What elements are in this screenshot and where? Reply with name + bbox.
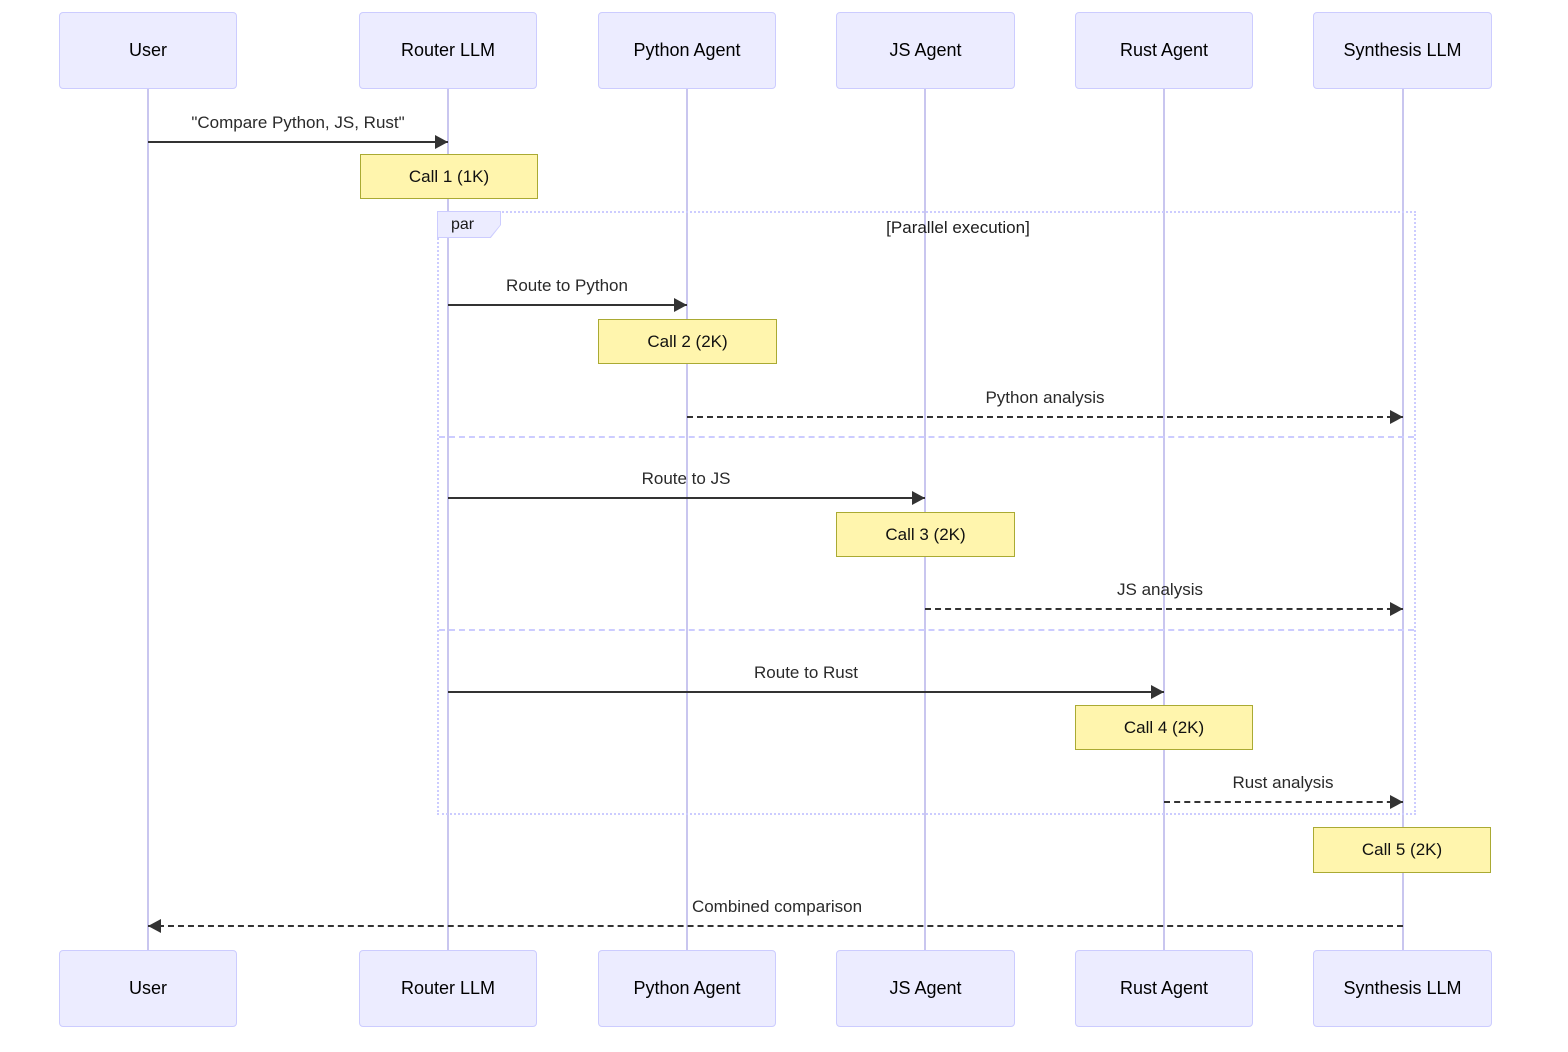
actor-bottom-user: User: [59, 950, 237, 1027]
lifeline-synthesis-llm: [1402, 89, 1404, 950]
actor-label: Synthesis LLM: [1343, 40, 1462, 60]
message-line: [148, 925, 1403, 927]
note-label: Call 1 (1K): [408, 166, 490, 186]
note-call-1: Call 1 (1K): [360, 154, 538, 199]
actor-top-rust-agent: Rust Agent: [1075, 12, 1253, 89]
message-label: Route to Rust: [754, 663, 858, 682]
message-label: Python analysis: [985, 388, 1105, 407]
actor-label: Python Agent: [633, 40, 741, 60]
lifeline-router-llm: [447, 89, 449, 950]
actor-bottom-js-agent: JS Agent: [836, 950, 1015, 1027]
arrowhead-icon: [1151, 685, 1164, 699]
arrowhead-icon: [148, 919, 161, 933]
par-section-divider: [439, 436, 1414, 438]
message-label: Rust analysis: [1232, 773, 1334, 792]
actor-label: Python Agent: [633, 978, 741, 998]
actor-label: Rust Agent: [1119, 978, 1209, 998]
actor-top-python-agent: Python Agent: [598, 12, 776, 89]
par-section-divider: [439, 629, 1414, 631]
lifeline-python-agent: [686, 89, 688, 950]
actor-top-user: User: [59, 12, 237, 89]
message-line: [925, 608, 1403, 610]
par-block-tag-label: par: [438, 212, 500, 237]
message-label: Combined comparison: [691, 897, 863, 916]
note-call-3: Call 3 (2K): [836, 512, 1015, 557]
lifeline-user: [147, 89, 149, 950]
actor-label: User: [128, 40, 167, 60]
message-line: [148, 141, 448, 143]
actor-bottom-python-agent: Python Agent: [598, 950, 776, 1027]
message-line: [448, 497, 925, 499]
message-line: [1164, 801, 1403, 803]
actor-label: Rust Agent: [1119, 40, 1209, 60]
arrowhead-icon: [1390, 795, 1403, 809]
message-line: [448, 304, 687, 306]
message-label: Route to Python: [506, 276, 628, 295]
actor-label: Router LLM: [400, 40, 496, 60]
actor-label: Router LLM: [400, 978, 496, 998]
message-line: [448, 691, 1164, 693]
note-call-5: Call 5 (2K): [1313, 827, 1491, 873]
actor-top-synthesis-llm: Synthesis LLM: [1313, 12, 1492, 89]
note-label: Call 2 (2K): [647, 331, 728, 351]
arrowhead-icon: [674, 298, 687, 312]
actor-bottom-rust-agent: Rust Agent: [1075, 950, 1253, 1027]
actor-label: User: [128, 978, 167, 998]
actor-label: JS Agent: [889, 978, 962, 998]
message-line: [687, 416, 1403, 418]
note-label: Call 5 (2K): [1361, 840, 1443, 859]
note-call-4: Call 4 (2K): [1075, 705, 1253, 750]
message-label: JS analysis: [1117, 580, 1203, 599]
actor-top-js-agent: JS Agent: [836, 12, 1015, 89]
arrowhead-icon: [912, 491, 925, 505]
message-label: Route to JS: [641, 469, 731, 488]
par-block-frame: par [Parallel execution]: [437, 211, 1416, 815]
note-label: Call 3 (2K): [885, 524, 966, 544]
message-label: "Compare Python, JS, Rust": [191, 113, 405, 132]
lifeline-rust-agent: [1163, 89, 1165, 950]
par-block-condition: [Parallel execution]: [886, 218, 1030, 237]
note-call-2: Call 2 (2K): [598, 319, 777, 364]
par-block-tag: par: [437, 211, 501, 238]
note-label: Call 4 (2K): [1123, 717, 1205, 737]
actor-label: JS Agent: [889, 40, 962, 60]
arrowhead-icon: [1390, 602, 1403, 616]
actor-top-router-llm: Router LLM: [359, 12, 537, 89]
arrowhead-icon: [435, 135, 448, 149]
actor-label: Synthesis LLM: [1343, 978, 1462, 998]
actor-bottom-router-llm: Router LLM: [359, 950, 537, 1027]
actor-bottom-synthesis-llm: Synthesis LLM: [1313, 950, 1492, 1027]
arrowhead-icon: [1390, 410, 1403, 424]
